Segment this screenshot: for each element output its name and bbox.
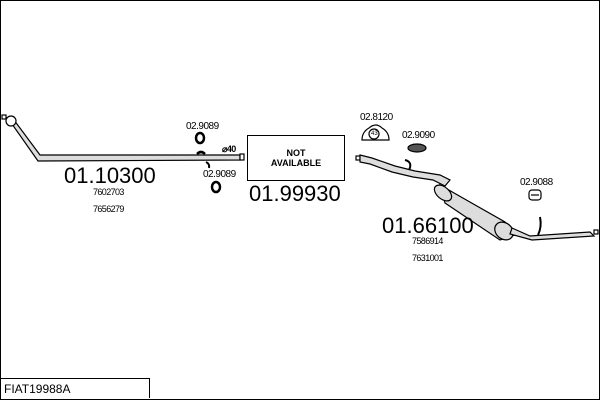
front-pipe-oem-2: 7656279 (93, 204, 124, 214)
gasket-part-number[interactable]: 02.8120 (360, 112, 393, 123)
gasket-size-label: 43 (371, 131, 378, 137)
gasket-icon (361, 124, 390, 141)
ring-bottom-part-number[interactable]: 02.9089 (203, 169, 236, 180)
mount-1-icon (407, 143, 427, 153)
rear-silencer-oem-2: 7631001 (412, 253, 443, 263)
ring-bottom-icon (210, 180, 222, 194)
rear-pipe-drawing (355, 154, 599, 241)
mount-2-icon (528, 189, 542, 201)
not-available-box: NOT AVAILABLE (247, 135, 345, 181)
rear-silencer-part-number[interactable]: 01.66100 (382, 213, 474, 238)
front-pipe-oem-1: 7602703 (93, 187, 124, 197)
diagram-code: FIAT19988A (0, 378, 150, 398)
front-pipe-part-number[interactable]: 01.10300 (64, 163, 156, 188)
ring-top-part-number[interactable]: 02.9089 (186, 121, 219, 132)
not-available-line1: NOT (286, 148, 306, 158)
not-available-part-number[interactable]: 01.99930 (249, 181, 341, 206)
mount-2-part-number[interactable]: 02.9088 (520, 177, 553, 188)
front-pipe-drawing (1, 114, 245, 162)
ring-top-icon (194, 131, 206, 145)
rear-silencer-oem-1: 7586914 (412, 236, 443, 246)
mount-1-part-number[interactable]: 02.9090 (402, 130, 435, 141)
not-available-line2: AVAILABLE (270, 158, 322, 168)
diameter-label: ⌀40 (222, 144, 236, 154)
